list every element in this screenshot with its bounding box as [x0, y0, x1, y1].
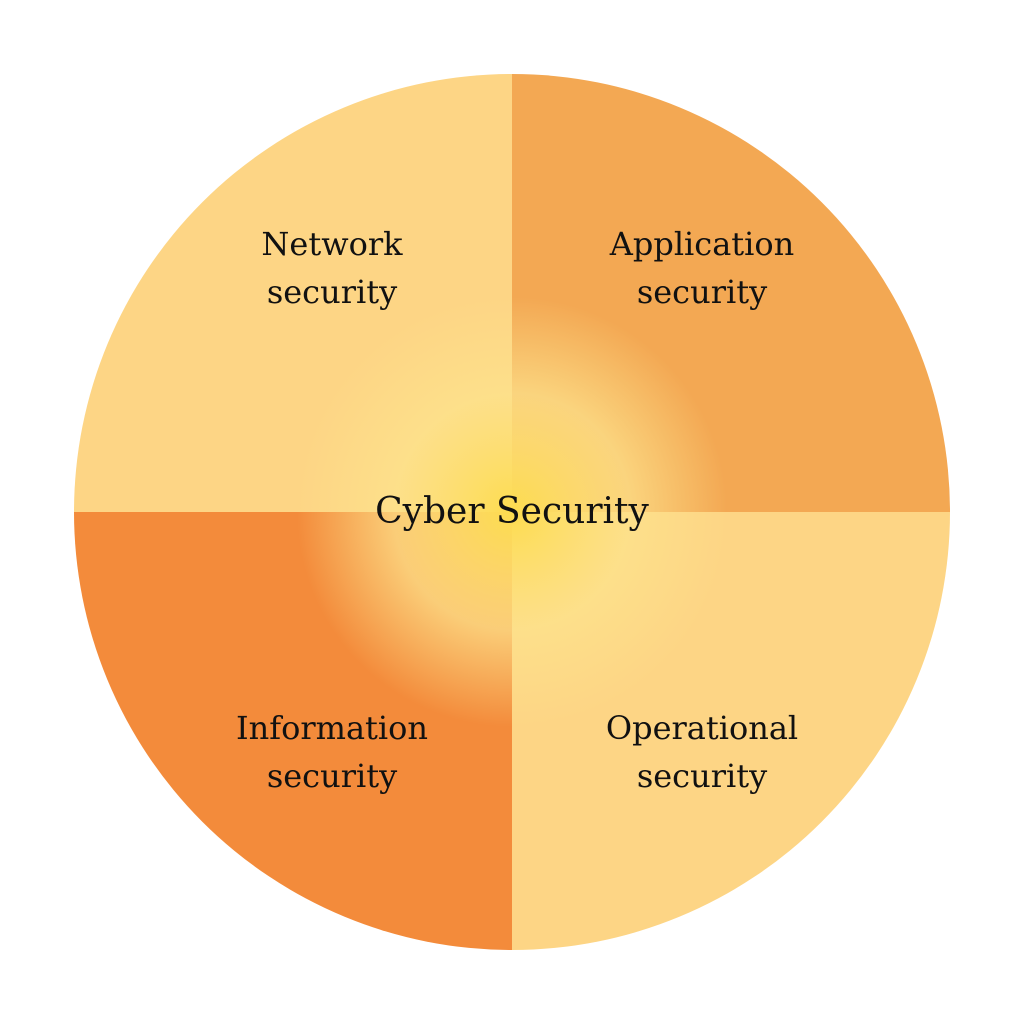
application-security-label-line2: security [636, 273, 768, 311]
operational-security-label-line2: security [636, 757, 768, 795]
center-title: Cyber Security [375, 491, 649, 532]
information-security-label-line2: security [266, 757, 398, 795]
operational-security-label-line1: Operational [605, 709, 799, 747]
network-security-label-line2: security [266, 273, 398, 311]
information-security-label-line1: Information [235, 709, 429, 747]
application-security-label: Application security [552, 220, 852, 316]
network-security-label-line1: Network [261, 225, 403, 263]
center-glow [297, 297, 727, 727]
operational-security-label: Operational security [552, 704, 852, 800]
information-security-label: Information security [182, 704, 482, 800]
application-security-label-line1: Application [609, 225, 795, 263]
network-security-label: Network security [182, 220, 482, 316]
